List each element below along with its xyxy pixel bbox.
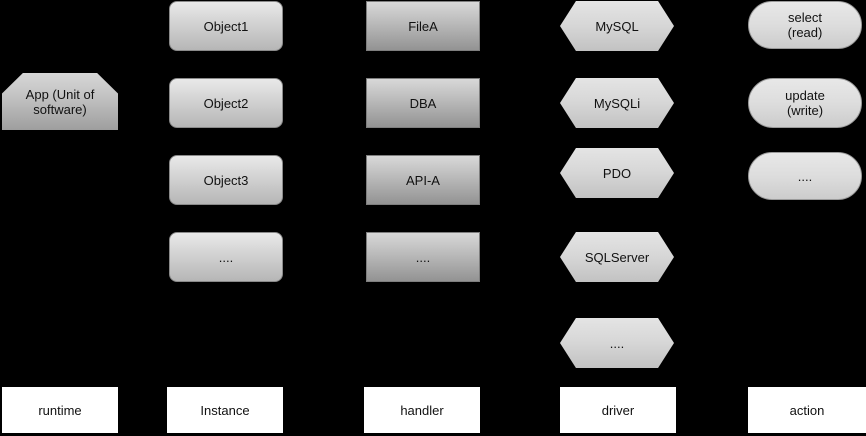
legend-handler: handler <box>364 387 480 433</box>
node-object2[interactable]: Object2 <box>169 78 283 128</box>
legend-driver: driver <box>560 387 676 433</box>
node-object1[interactable]: Object1 <box>169 1 283 51</box>
node-instance-ellipsis[interactable]: .... <box>169 232 283 282</box>
node-pdo[interactable]: PDO <box>560 148 674 198</box>
node-mysqli[interactable]: MySQLi <box>560 78 674 128</box>
node-driver-ellipsis[interactable]: .... <box>560 318 674 368</box>
node-app-unit-of-software[interactable]: App (Unit of software) <box>2 73 118 130</box>
node-update-write[interactable]: update (write) <box>748 78 862 128</box>
legend-runtime: runtime <box>2 387 118 433</box>
node-sqlserver[interactable]: SQLServer <box>560 232 674 282</box>
node-object3[interactable]: Object3 <box>169 155 283 205</box>
node-api-a[interactable]: API-A <box>366 155 480 205</box>
node-action-ellipsis[interactable]: .... <box>748 152 862 200</box>
legend-action: action <box>748 387 866 433</box>
node-dba[interactable]: DBA <box>366 78 480 128</box>
node-select-read[interactable]: select (read) <box>748 1 862 49</box>
node-mysql[interactable]: MySQL <box>560 1 674 51</box>
node-handler-ellipsis[interactable]: .... <box>366 232 480 282</box>
node-filea[interactable]: FileA <box>366 1 480 51</box>
legend-instance: Instance <box>167 387 283 433</box>
